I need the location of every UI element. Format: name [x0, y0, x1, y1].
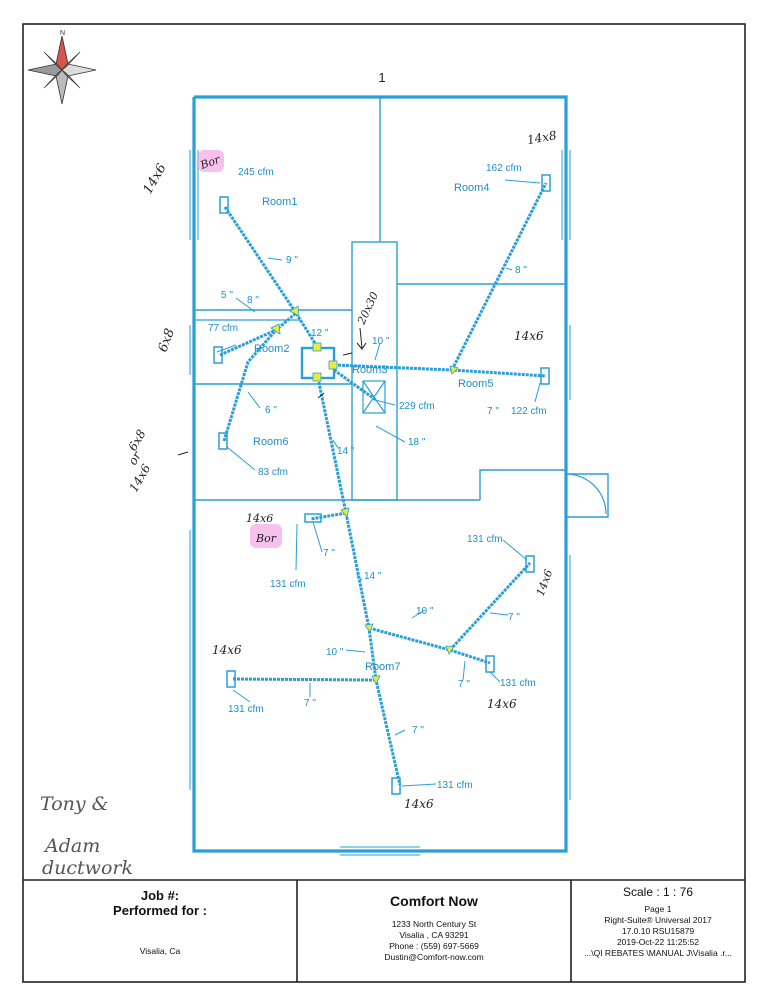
title-block-company: Comfort Now 1233 North Century St Visali… — [298, 893, 570, 963]
drawing-frame — [22, 23, 746, 983]
cfm-label-room6: 83 cfm — [258, 467, 288, 478]
duct-size-label: 7 " — [304, 698, 316, 709]
company-name: Comfort Now — [390, 893, 478, 909]
room-label-room1: Room1 — [262, 196, 297, 208]
handwritten-note: 14x6 — [212, 643, 242, 657]
room-label-room3: Room3 — [352, 364, 387, 376]
datetime-text: 2019-Oct-22 11:25:52 — [616, 937, 700, 947]
cfm-label-room7-e: 131 cfm — [500, 678, 536, 689]
duct-size-label: 10 " — [416, 606, 434, 617]
cfm-label-room5: 122 cfm — [511, 406, 547, 417]
handwritten-note: 14x6 — [141, 161, 170, 196]
handwritten-note: 14x6 — [514, 329, 544, 343]
duct-size-label: 5 " — [221, 290, 233, 301]
company-address: 1233 North Century St — [391, 919, 477, 929]
label-leaders — [216, 179, 541, 787]
signature: Adam — [43, 835, 100, 857]
pen-arrows — [177, 327, 367, 456]
duct-size-label: 10 " — [326, 647, 344, 658]
cfm-label-room1: 245 cfm — [238, 167, 274, 178]
duct-size-label: 7 " — [458, 679, 470, 690]
room-label-room5: Room5 — [458, 378, 493, 390]
performed-for-label: Performed for : — [113, 903, 207, 918]
duct-size-label: 14 " — [364, 571, 382, 582]
handwritten-note: 14x6 — [246, 512, 273, 525]
cfm-label-room7-nw: 131 cfm — [270, 579, 306, 590]
highlight-mark — [198, 150, 224, 172]
room-label-room6: Room6 — [253, 436, 288, 448]
highlight-mark — [250, 524, 282, 548]
handwritten-note: 14x6 — [487, 697, 517, 711]
duct-size-label: 7 " — [323, 548, 335, 559]
duct-size-label: 12 " — [311, 328, 329, 339]
job-label: Job #: — [140, 888, 180, 903]
handwritten-note: 20x30 — [355, 290, 382, 327]
handwritten-note: 6x8 — [126, 427, 149, 453]
software-text: Right-Suite® Universal 2017 — [604, 915, 712, 925]
scale-text: Scale : 1 : 76 — [622, 885, 694, 899]
duct-size-label: 8 " — [247, 295, 259, 306]
signature: Tony & — [40, 793, 109, 815]
filepath-text: ...\QI REBATES \MANUAL J\Visalia .r... — [584, 948, 732, 958]
duct-fittings — [270, 305, 459, 685]
location-text: Visalia, Ca — [139, 946, 181, 956]
duct-size-label: 7 " — [508, 612, 520, 623]
duct-size-label: 6 " — [265, 405, 277, 416]
duct-runs — [219, 182, 548, 786]
duct-size-label: 18 " — [408, 437, 426, 448]
duct-size-label: 9 " — [286, 255, 298, 266]
cfm-label-room4: 162 cfm — [486, 163, 522, 174]
handwritten-note: 14x8 — [526, 128, 558, 147]
version-text: 17.0.10 RSU15879 — [621, 926, 695, 936]
compass-rose-icon: N — [27, 30, 97, 105]
floor-plan-walls — [189, 95, 609, 856]
handwritten-note: Bor — [255, 532, 277, 545]
cfm-label-room2: 77 cfm — [208, 323, 238, 334]
handwritten-note: 14x6 — [126, 461, 153, 494]
cfm-label-room7-w: 131 cfm — [228, 704, 264, 715]
svg-text:N: N — [60, 30, 65, 37]
room-label-room7: Room7 — [365, 661, 400, 673]
duct-size-label: 7 " — [487, 406, 499, 417]
page-number: 1 — [378, 70, 385, 85]
room-label-room4: Room4 — [454, 182, 489, 194]
title-block-job: Job #: Performed for : Visalia, Ca — [24, 888, 296, 957]
page-text: Page 1 — [644, 904, 672, 914]
handwritten-note: 14x6 — [534, 568, 556, 598]
duct-size-label: 8 " — [515, 265, 527, 276]
signature: ductwork — [42, 857, 133, 879]
cfm-label-room3: 229 cfm — [399, 401, 435, 412]
company-email: Dustin@Comfort-now.com — [384, 952, 484, 962]
company-phone: Phone : (559) 697-5669 — [389, 941, 479, 951]
duct-size-label: 7 " — [412, 725, 424, 736]
handwritten-note: 14x6 — [404, 797, 434, 811]
duct-size-label: 10 " — [372, 336, 390, 347]
title-block-info: Scale : 1 : 76 Page 1 Right-Suite® Unive… — [572, 885, 744, 959]
cfm-label-room7-ne: 131 cfm — [467, 534, 503, 545]
company-city: Visalia , CA 93291 — [399, 930, 469, 940]
cfm-label-room7-s: 131 cfm — [437, 780, 473, 791]
room-label-room2: Room2 — [254, 343, 289, 355]
duct-size-label: 14 " — [337, 446, 355, 457]
handwritten-note: 6x8 — [156, 327, 178, 355]
